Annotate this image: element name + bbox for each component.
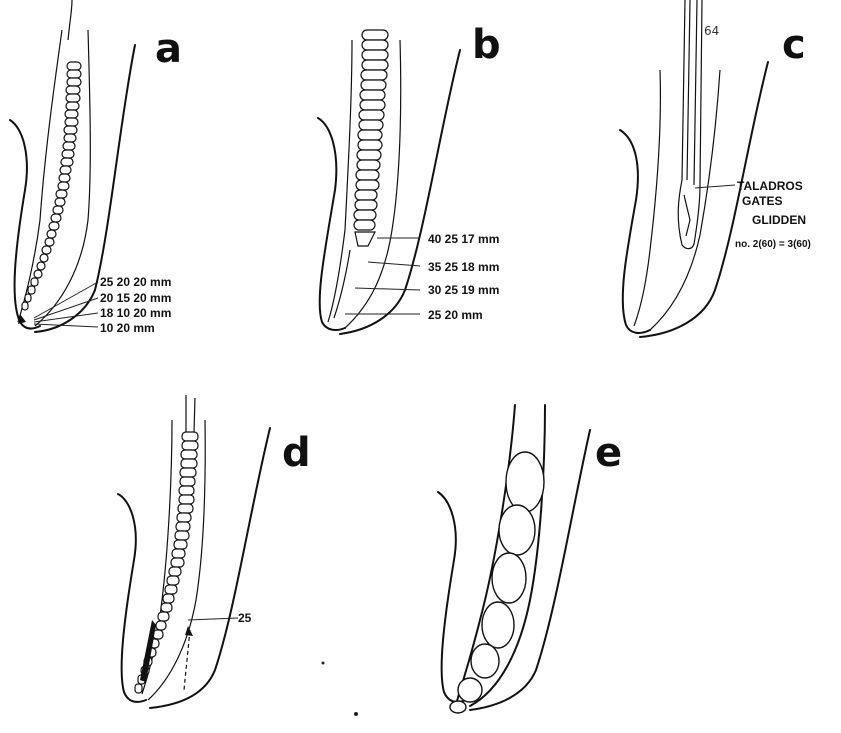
file-size-label-b3: 30 25 19 mm: [428, 283, 499, 297]
file-size-label-b4: 25 20 mm: [428, 308, 483, 322]
gates-glidden-drill: [678, 0, 702, 249]
handwritten-mark: 64: [704, 24, 719, 38]
drill-size-note: no. 2(60) = 3(60): [735, 239, 811, 250]
panel-b: b 40 25 17 mm 35 25 18 mm 30 25 19 mm 25…: [318, 22, 501, 334]
endodontic-file-a: [18, 62, 81, 324]
panel-c: 64 c TALADROS GATES GLIDDEN no. 2(60) = …: [620, 0, 811, 337]
file-size-label-b2: 35 25 18 mm: [428, 260, 499, 274]
panel-letter-d: d: [282, 430, 311, 476]
file-size-label-a2: 20 15 20 mm: [100, 291, 171, 305]
panel-letter-a: a: [155, 26, 182, 72]
panel-a: a 25 20 20 mm 20 15 20 mm 18 10 20 mm 10…: [10, 0, 182, 335]
speck: [322, 662, 325, 665]
file-size-label-a3: 18 10 20 mm: [100, 306, 171, 320]
panel-d: d 25: [118, 395, 311, 708]
drill-label-line3: GLIDDEN: [752, 213, 806, 227]
panel-letter-b: b: [472, 22, 501, 68]
endodontic-file-b: [354, 30, 388, 246]
file-size-label-a1: 25 20 20 mm: [100, 275, 171, 289]
file-size-label-d: 25: [238, 611, 252, 625]
drill-label-line2: GATES: [742, 194, 782, 208]
file-size-label-b1: 40 25 17 mm: [428, 232, 499, 246]
speck: [354, 712, 358, 716]
panel-letter-c: c: [782, 22, 806, 68]
drill-label-line1: TALADROS: [737, 179, 803, 193]
file-size-label-a4: 10 20 mm: [100, 321, 155, 335]
panel-e: e: [438, 405, 622, 713]
panel-letter-e: e: [595, 430, 622, 476]
